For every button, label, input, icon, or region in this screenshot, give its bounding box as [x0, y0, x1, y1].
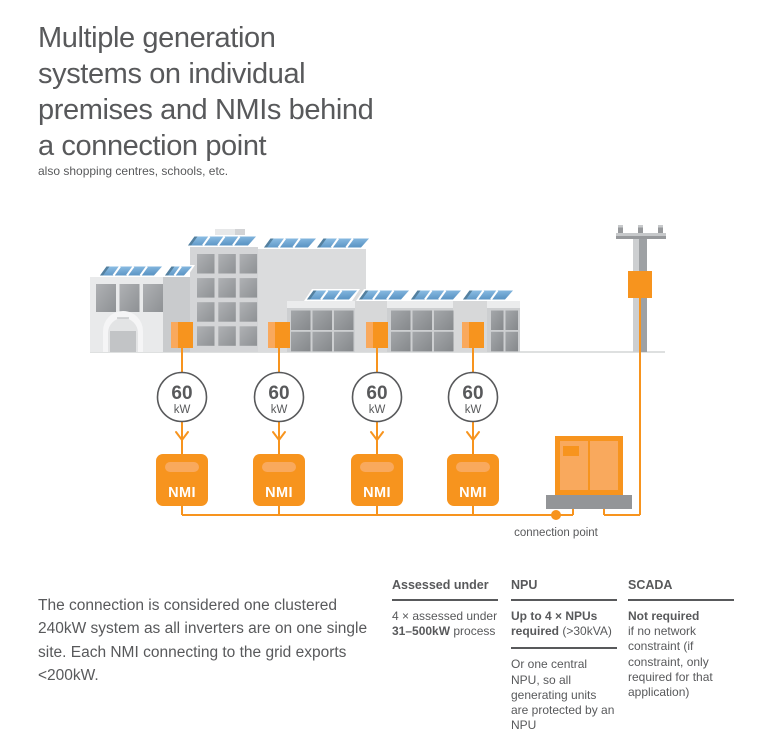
summary-text: The connection is considered one cluster… [38, 596, 368, 685]
pole-transformer-box [628, 271, 652, 298]
arrow-down-icon [175, 431, 189, 442]
power-pole [616, 225, 666, 352]
divider [511, 599, 617, 601]
generator-rating-badge: 60 kW [156, 371, 208, 423]
generator-rating-badges: 60 kW 60 kW 60 kW 60 kW [156, 371, 499, 423]
generator-rating-badge: 60 kW [447, 371, 499, 423]
body-text: if no network constraint (if constraint,… [628, 624, 713, 700]
nmi-box: NMI [351, 454, 403, 506]
divider [628, 599, 734, 601]
body-text: (>30kVA) [559, 624, 612, 639]
column-body: Or one central NPU, so all generating un… [511, 657, 617, 733]
nmi-box: NMI [253, 454, 305, 506]
generator-kw-unit: kW [465, 404, 482, 416]
generator-kw-value: 60 [462, 383, 483, 404]
solar-panels-icon [304, 289, 516, 301]
nmi-box: NMI [447, 454, 499, 506]
title-line: Multiple generation [38, 22, 276, 54]
connection-lines [175, 298, 641, 520]
page-subtitle: also shopping centres, schools, etc. [38, 164, 229, 178]
generator-rating-badge: 60 kW [351, 371, 403, 423]
column-npu: NPU Up to 4 × NPUs required (>30kVA) Or … [511, 578, 617, 733]
column-header: SCADA [628, 578, 673, 592]
column-assessed-under: Assessed under 4 × assessed under 31–500… [392, 578, 498, 639]
generator-kw-unit: kW [369, 404, 386, 416]
connection-point-label: connection point [514, 527, 599, 539]
body-text: Or one central NPU, so all generating un… [511, 657, 615, 733]
column-body: Up to 4 × NPUs required (>30kVA) [511, 609, 617, 639]
title-line: a connection point [38, 130, 267, 162]
page-title: Multiple generation systems on individua… [38, 20, 374, 164]
nmi-box: NMI [156, 454, 208, 506]
connection-point-dot [551, 510, 561, 520]
door [110, 331, 136, 352]
column-header: Assessed under [392, 578, 489, 592]
divider [511, 647, 617, 650]
column-header: NPU [511, 578, 538, 592]
nmi-boxes: NMI NMI NMI NMI [156, 454, 499, 506]
body-text-bold: 31–500kW [392, 624, 451, 639]
generator-kw-unit: kW [174, 404, 191, 416]
arrow-down-icon [370, 431, 384, 442]
title-line: systems on individual [38, 58, 306, 90]
meter-boxes [171, 322, 484, 348]
title-line: premises and NMIs behind [38, 94, 374, 126]
arrow-down-icon [272, 431, 286, 442]
solar-panels-icon [261, 237, 372, 249]
pad-transformer [546, 436, 632, 509]
arrow-down-icon [466, 431, 480, 442]
nmi-label: NMI [459, 485, 487, 501]
column-body: 4 × assessed under 31–500kW process [392, 609, 498, 639]
nmi-label: NMI [363, 485, 391, 501]
body-text-bold: Not required [628, 609, 700, 623]
diagram: 60 kW 60 kW 60 kW 60 kW [0, 208, 768, 568]
body-text: 4 × assessed under [392, 609, 498, 623]
solar-panels-icon [97, 265, 195, 277]
body-text: process [450, 624, 496, 639]
transformer-platform [546, 495, 632, 509]
body-text-bold: Up to 4 × NPUs required [511, 609, 598, 639]
generator-kw-unit: kW [271, 404, 288, 416]
divider [392, 599, 498, 601]
solar-panels-icon [185, 235, 259, 247]
generator-kw-value: 60 [171, 383, 192, 404]
meter-box [462, 322, 484, 348]
generator-rating-badge: 60 kW [253, 371, 305, 423]
building-tower [185, 229, 259, 352]
generator-kw-value: 60 [366, 383, 387, 404]
nmi-label: NMI [265, 485, 293, 501]
meter-box [171, 322, 193, 348]
meter-box [268, 322, 290, 348]
warehouse-row [287, 289, 520, 352]
nmi-label: NMI [168, 485, 196, 501]
meter-box [366, 322, 388, 348]
diagram-svg: 60 kW 60 kW 60 kW 60 kW [90, 225, 666, 539]
generator-kw-value: 60 [268, 383, 289, 404]
